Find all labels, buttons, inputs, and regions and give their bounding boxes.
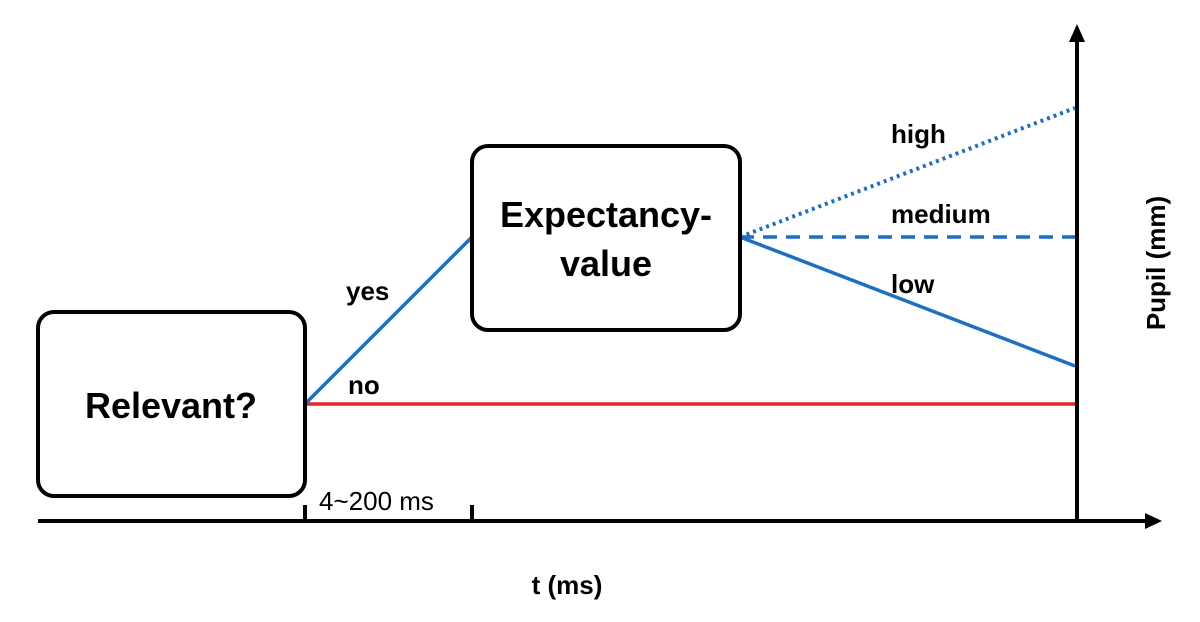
no-label: no: [348, 370, 380, 400]
y-axis-arrow-icon: [1069, 24, 1085, 42]
interval-label: 4~200 ms: [319, 486, 434, 516]
expectancy-value-label-line2: value: [560, 243, 652, 284]
yes-path-line: [303, 235, 474, 406]
y-axis-label: Pupil (mm): [1141, 196, 1171, 330]
low-label: low: [891, 269, 935, 299]
x-axis-label: t (ms): [532, 570, 603, 600]
x-axis-arrow-icon: [1145, 513, 1162, 529]
relevant-box-label: Relevant?: [85, 385, 257, 426]
expectancy-value-box: [470, 144, 742, 332]
yes-label: yes: [346, 276, 389, 306]
medium-label: medium: [891, 199, 991, 229]
relevant-box: [36, 310, 307, 498]
high-label: high: [891, 119, 946, 149]
low-path-line: [739, 235, 1076, 368]
expectancy-value-label-line1: Expectancy-: [500, 194, 712, 235]
